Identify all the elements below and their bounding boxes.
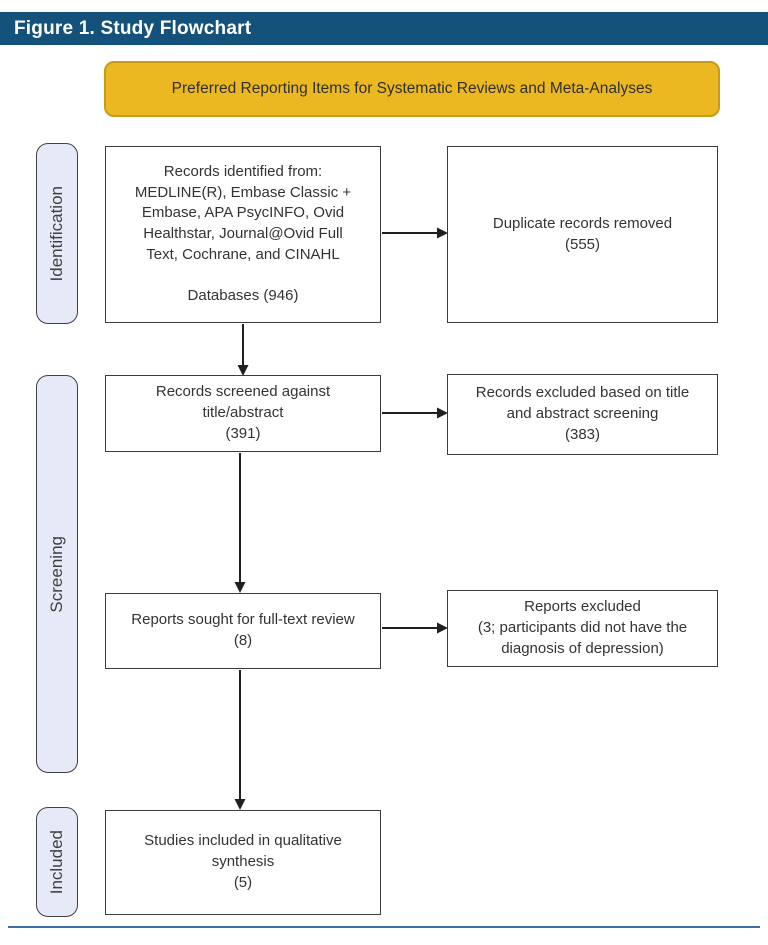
- flow-box-reports-excluded: Reports excluded (3; participants did no…: [447, 590, 718, 667]
- stage-label-identification-text: Identification: [47, 185, 66, 282]
- stage-label-screening: Screening: [36, 375, 78, 773]
- flow-box-records-excluded: Records excluded based on title and abst…: [447, 374, 718, 455]
- arrow-sought-to-reports-excluded: [382, 622, 448, 634]
- stage-label-screening-text: Screening: [47, 535, 66, 613]
- bottom-rule: [8, 926, 760, 928]
- stage-label-identification: Identification: [36, 143, 78, 324]
- arrow-identified-to-duplicates: [382, 227, 448, 239]
- arrow-screened-to-sought: [234, 453, 246, 593]
- arrow-identified-to-screened: [237, 324, 249, 376]
- arrow-screened-to-excluded: [382, 407, 448, 419]
- flow-box-reports-sought: Reports sought for full-text review (8): [105, 593, 381, 669]
- figure-header-bar: Figure 1. Study Flowchart: [0, 12, 768, 45]
- flow-box-duplicates-removed: Duplicate records removed (555): [447, 146, 718, 323]
- flow-box-records-identified: Records identified from: MEDLINE(R), Emb…: [105, 146, 381, 323]
- arrow-sought-to-included: [234, 670, 246, 810]
- prisma-banner: Preferred Reporting Items for Systematic…: [104, 61, 720, 117]
- figure-title: Figure 1. Study Flowchart: [14, 17, 252, 39]
- stage-label-included: Included: [36, 807, 78, 917]
- stage-label-included-text: Included: [47, 829, 66, 895]
- prisma-banner-text: Preferred Reporting Items for Systematic…: [171, 80, 653, 97]
- flow-box-studies-included: Studies included in qualitative synthesi…: [105, 810, 381, 915]
- flow-box-records-screened: Records screened against title/abstract …: [105, 375, 381, 452]
